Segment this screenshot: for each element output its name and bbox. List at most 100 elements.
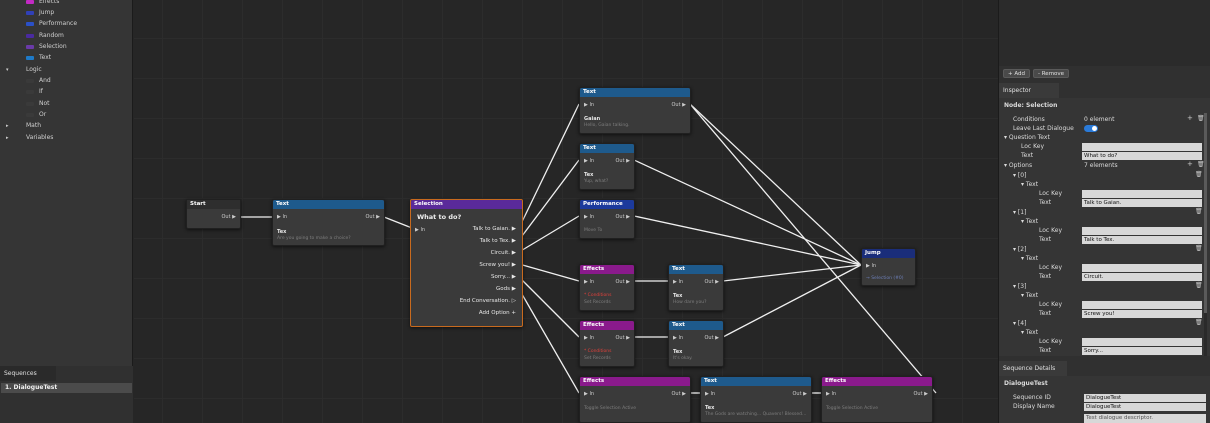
output-port[interactable]: Out ▶ bbox=[365, 214, 380, 220]
output-port[interactable]: Out ▶ bbox=[221, 214, 236, 220]
node-effects-1[interactable]: Effects ▶ In Out ▶ * Conditions Set Reco… bbox=[579, 264, 635, 311]
option-lockey-field[interactable] bbox=[1082, 264, 1202, 272]
tree-item-and[interactable]: And bbox=[26, 76, 51, 86]
node-effects-4[interactable]: Effects ▶ In Out ▶ Toggle Selection Acti… bbox=[821, 376, 933, 423]
trash-icon[interactable]: 🗑 bbox=[1195, 245, 1203, 252]
input-port[interactable]: ▶ In bbox=[866, 263, 877, 269]
add-option-icon[interactable]: + bbox=[1187, 160, 1193, 168]
remove-button[interactable]: - Remove bbox=[1033, 69, 1070, 78]
output-port[interactable]: Out ▶ bbox=[671, 102, 686, 108]
option-port-6[interactable]: End Conversation. ▷ bbox=[459, 298, 516, 304]
input-port[interactable]: ▶ In bbox=[584, 279, 595, 285]
node-text-tex[interactable]: Text ▶ In Out ▶ Tex Yup, what? bbox=[579, 143, 635, 190]
tab-inspector[interactable]: Inspector bbox=[999, 83, 1059, 98]
option-index-label[interactable]: ▾ [2] bbox=[1013, 246, 1027, 253]
input-port[interactable]: ▶ In bbox=[584, 214, 595, 220]
sequence-item-dialoguetest[interactable]: 1. DialogueTest bbox=[1, 383, 132, 393]
trash-icon[interactable]: 🗑 bbox=[1195, 171, 1203, 178]
tree-item-performance[interactable]: Performance bbox=[26, 19, 77, 29]
trash-icon[interactable]: 🗑 bbox=[1197, 161, 1205, 168]
option-port-1[interactable]: Talk to Tex. ▶ bbox=[479, 238, 516, 244]
tab-sequence-details[interactable]: Sequence Details bbox=[999, 361, 1067, 376]
tree-item-text[interactable]: Text bbox=[26, 53, 51, 63]
output-port[interactable]: Out ▶ bbox=[615, 214, 630, 220]
option-lockey-field[interactable] bbox=[1082, 301, 1202, 309]
option-lockey-field[interactable] bbox=[1082, 190, 1202, 198]
node-text-sorry[interactable]: Text ▶ In Out ▶ Tex It's okay. bbox=[668, 320, 724, 367]
output-port[interactable]: Out ▶ bbox=[615, 279, 630, 285]
option-port-3[interactable]: Screw you! ▶ bbox=[479, 262, 516, 268]
tree-item-logic[interactable]: ▾Logic bbox=[6, 65, 42, 75]
node-text-intro[interactable]: Text ▶ In Out ▶ Tex Are you going to mak… bbox=[272, 199, 385, 246]
option-text-field[interactable]: Talk to Gaian. bbox=[1082, 199, 1202, 207]
input-port[interactable]: ▶ In bbox=[584, 158, 595, 164]
output-port[interactable]: Out ▶ bbox=[704, 279, 719, 285]
node-selection[interactable]: Selection What to do? ▶ In Talk to Gaian… bbox=[410, 199, 523, 327]
node-text-screw[interactable]: Text ▶ In Out ▶ Tex How dare you? bbox=[668, 264, 724, 311]
display-name-field[interactable]: DialogueTest bbox=[1084, 403, 1206, 411]
node-effects-2[interactable]: Effects ▶ In Out ▶ * Conditions Set Reco… bbox=[579, 320, 635, 367]
input-port[interactable]: ▶ In bbox=[584, 102, 595, 108]
node-effects-3[interactable]: Effects ▶ In Out ▶ Toggle Selection Acti… bbox=[579, 376, 691, 423]
input-port[interactable]: ▶ In bbox=[277, 214, 288, 220]
option-index-label[interactable]: ▾ [1] bbox=[1013, 209, 1027, 216]
output-port[interactable]: Out ▶ bbox=[671, 391, 686, 397]
option-text-field[interactable]: Screw you! bbox=[1082, 310, 1202, 318]
input-port[interactable]: ▶ In bbox=[705, 391, 716, 397]
tree-item-random[interactable]: Random bbox=[26, 31, 64, 41]
sequence-id-field[interactable]: DialogueTest bbox=[1084, 394, 1206, 402]
option-lockey-field[interactable] bbox=[1082, 338, 1202, 346]
collapse-arrow-icon[interactable]: ▸ bbox=[6, 123, 9, 129]
option-text-field[interactable]: Sorry... bbox=[1082, 347, 1202, 355]
input-port[interactable]: ▶ In bbox=[673, 335, 684, 341]
question-lockey-field[interactable] bbox=[1082, 143, 1202, 151]
option-port-2[interactable]: Circuit. ▶ bbox=[490, 250, 516, 256]
node-start[interactable]: Start Out ▶ bbox=[186, 199, 241, 229]
node-jump[interactable]: Jump ▶ In → Selection (#0) bbox=[861, 248, 916, 286]
description-field[interactable]: Test dialogue descriptor. bbox=[1084, 414, 1206, 423]
add-condition-icon[interactable]: + bbox=[1187, 114, 1193, 122]
input-port[interactable]: ▶ In bbox=[826, 391, 837, 397]
trash-icon[interactable]: 🗑 bbox=[1197, 115, 1205, 122]
add-option-button[interactable]: Add Option + bbox=[478, 310, 516, 316]
option-index-label[interactable]: ▾ [0] bbox=[1013, 172, 1027, 179]
node-text-gods[interactable]: Text ▶ In Out ▶ Tex The Gods are watchin… bbox=[700, 376, 812, 423]
node-performance[interactable]: Performance ▶ In Out ▶ Move To bbox=[579, 199, 635, 239]
trash-icon[interactable]: 🗑 bbox=[1195, 208, 1203, 215]
output-port[interactable]: Out ▶ bbox=[615, 158, 630, 164]
tab-sequences[interactable]: Sequences bbox=[0, 366, 56, 381]
trash-icon[interactable]: 🗑 bbox=[1195, 282, 1203, 289]
graph-canvas[interactable] bbox=[134, 0, 998, 423]
collapse-arrow-icon[interactable]: ▸ bbox=[6, 135, 9, 141]
leave-last-dialogue-toggle[interactable] bbox=[1084, 125, 1098, 132]
output-port[interactable]: Out ▶ bbox=[615, 335, 630, 341]
option-port-5[interactable]: Gods ▶ bbox=[496, 286, 516, 292]
add-button[interactable]: + Add bbox=[1003, 69, 1031, 78]
node-text-gaian[interactable]: Text ▶ In Out ▶ Gaian Hello, Gaian talki… bbox=[579, 87, 691, 134]
option-port-4[interactable]: Sorry... ▶ bbox=[491, 274, 516, 280]
input-port[interactable]: ▶ In bbox=[415, 227, 426, 233]
output-port[interactable]: Out ▶ bbox=[913, 391, 928, 397]
option-text-field[interactable]: Circuit. bbox=[1082, 273, 1202, 281]
option-index-label[interactable]: ▾ [3] bbox=[1013, 283, 1027, 290]
option-text-field[interactable]: Talk to Tex. bbox=[1082, 236, 1202, 244]
option-lockey-field[interactable] bbox=[1082, 227, 1202, 235]
option-index-label[interactable]: ▾ [4] bbox=[1013, 320, 1027, 327]
output-port[interactable]: Out ▶ bbox=[792, 391, 807, 397]
output-port[interactable]: Out ▶ bbox=[704, 335, 719, 341]
input-port[interactable]: ▶ In bbox=[584, 335, 595, 341]
tree-item-selection[interactable]: Selection bbox=[26, 42, 67, 52]
question-text-field[interactable]: What to do? bbox=[1082, 152, 1202, 160]
expand-arrow-icon[interactable]: ▾ bbox=[6, 67, 9, 73]
trash-icon[interactable]: 🗑 bbox=[1195, 319, 1203, 326]
tree-item-jump[interactable]: Jump bbox=[26, 8, 54, 18]
input-port[interactable]: ▶ In bbox=[673, 279, 684, 285]
inspector-scrollbar-thumb[interactable] bbox=[1204, 113, 1207, 313]
tree-item-variables[interactable]: ▸Variables bbox=[6, 133, 53, 143]
tree-item-math[interactable]: ▸Math bbox=[6, 121, 41, 131]
tree-item-not[interactable]: Not bbox=[26, 99, 50, 109]
tree-item-effects[interactable]: Effects bbox=[26, 0, 59, 7]
tree-item-if[interactable]: If bbox=[26, 87, 43, 97]
input-port[interactable]: ▶ In bbox=[584, 391, 595, 397]
tree-item-or[interactable]: Or bbox=[26, 110, 46, 120]
